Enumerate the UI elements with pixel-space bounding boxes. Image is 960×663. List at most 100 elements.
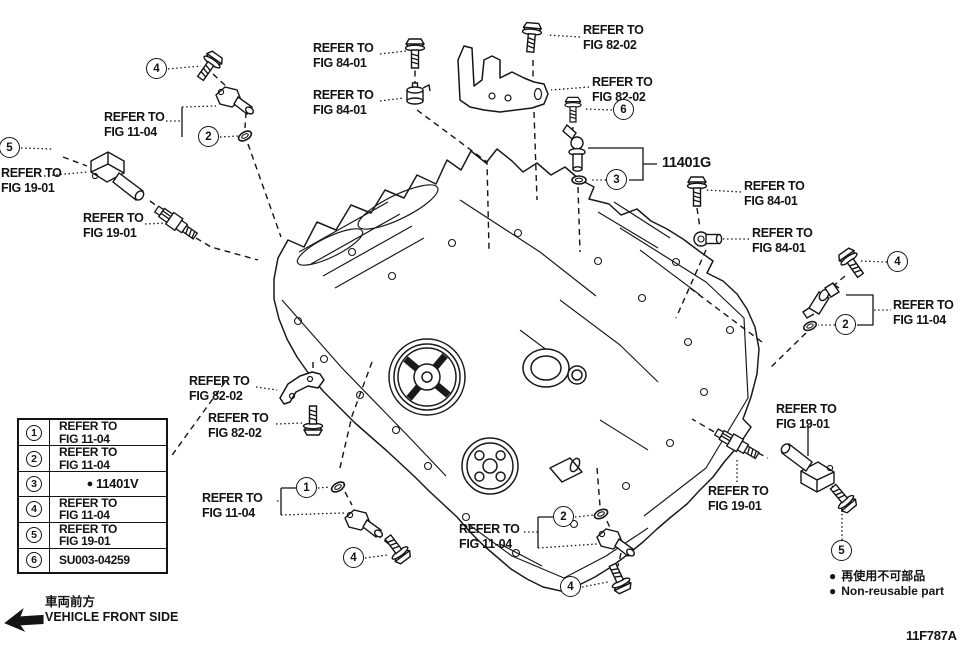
non-reusable-jp: 再使用不可部品 <box>841 569 926 583</box>
cam-sensor-drawing <box>344 509 385 540</box>
vehicle-front-en: VEHICLE FRONT SIDE <box>45 610 179 624</box>
ventilation-valve-drawing <box>562 123 586 172</box>
arrow-left-icon <box>4 607 44 632</box>
legend-balloon: 3 <box>26 475 42 492</box>
legend-text: FIG 11-04 <box>59 457 110 472</box>
refer-line2: FIG 84-01 <box>752 240 806 255</box>
refer-line2: FIG 84-01 <box>313 102 367 117</box>
balloon-callout: 4 <box>343 547 364 568</box>
bolt-drawing <box>379 530 414 567</box>
non-reusable-dot-icon: ● <box>829 584 837 598</box>
balloon-callout: 4 <box>146 58 167 79</box>
legend-text: REFER TO <box>59 445 118 459</box>
refer-line2: FIG 82-02 <box>592 89 646 104</box>
refer-line2: FIG 19-01 <box>1 180 55 195</box>
refer-line2: FIG 19-01 <box>83 225 137 240</box>
legend-balloon: 5 <box>26 527 42 543</box>
balloon-callout: 5 <box>831 540 852 561</box>
pump-pulley-drawing <box>461 437 519 495</box>
refer-line2: FIG 11-04 <box>893 312 946 327</box>
bolt-drawing <box>302 405 324 436</box>
refer-line2: FIG 84-01 <box>313 55 367 70</box>
refer-line1: REFER TO <box>583 23 644 37</box>
balloon-callout: 4 <box>560 576 581 597</box>
refer-line1: REFER TO <box>776 402 837 416</box>
refer-line1: REFER TO <box>313 41 374 55</box>
cam-sensor-drawing <box>215 86 256 117</box>
part-number-label: 11401G <box>662 155 711 171</box>
refer-line2: FIG 84-01 <box>744 193 798 208</box>
balloon-callout: 4 <box>887 251 908 272</box>
o-ring-drawing <box>329 479 347 495</box>
o-ring-drawing <box>801 318 819 334</box>
ignition-coil-drawing <box>778 441 835 493</box>
o-ring-drawing <box>236 128 254 144</box>
callout-leader-lines <box>20 34 891 588</box>
refer-line1: REFER TO <box>313 88 374 102</box>
ignition-coil-drawing <box>90 151 147 203</box>
legend-text: REFER TO <box>59 495 118 510</box>
refer-line1: REFER TO <box>708 484 769 498</box>
crank-pulley-drawing <box>388 338 466 416</box>
refer-line2: FIG 82-02 <box>189 388 243 403</box>
legend-row: 6 SU003-04259 <box>19 548 166 572</box>
refer-line1: REFER TO <box>744 179 805 193</box>
legend-balloon: 1 <box>26 424 42 441</box>
refer-line2: FIG 11-04 <box>104 124 157 139</box>
balloon-callout: 1 <box>296 477 317 498</box>
loose-parts-drawings <box>90 21 869 596</box>
legend-text: REFER TO <box>59 521 118 536</box>
refer-line1: REFER TO <box>104 110 165 124</box>
legend-text: FIG 11-04 <box>59 431 110 446</box>
legend-text: FIG 11-04 <box>59 508 110 522</box>
legend-text: 11401V <box>96 475 139 491</box>
refer-line1: REFER TO <box>202 491 263 505</box>
balloon-callout: 3 <box>606 169 627 190</box>
refer-line1: REFER TO <box>592 75 653 89</box>
mounting-bracket-drawing <box>457 45 549 113</box>
spark-plug-drawing <box>152 202 200 243</box>
engine-block-drawing <box>273 148 760 592</box>
balloon-callout: 2 <box>835 314 856 335</box>
legend-text: REFER TO <box>59 419 118 433</box>
bolt-drawing <box>564 96 582 123</box>
balloon-callout: 6 <box>613 99 634 120</box>
balloon-callout: 5 <box>0 137 20 158</box>
legend-text: FIG 19-01 <box>59 534 111 548</box>
bolt-drawing <box>520 21 543 54</box>
figure-code: 11F787A <box>906 628 957 643</box>
balloon-callout: 2 <box>553 506 574 527</box>
refer-line2: FIG 82-02 <box>208 425 262 440</box>
stay-bracket-drawing <box>279 371 325 405</box>
non-reusable-dot-icon: ● <box>829 569 837 583</box>
refer-line2: FIG 19-01 <box>776 416 830 431</box>
non-reusable-note: ●再使用不可部品 ●Non-reusable part <box>829 569 944 599</box>
bolt-drawing <box>825 479 860 516</box>
refer-line1: REFER TO <box>893 298 954 312</box>
refer-line1: REFER TO <box>208 411 269 425</box>
bolt-drawing <box>686 176 708 207</box>
legend-balloon: 6 <box>26 552 42 569</box>
refer-line1: REFER TO <box>752 226 813 240</box>
bolt-drawing <box>404 38 426 69</box>
refer-line1: REFER TO <box>83 211 144 225</box>
refer-line2: FIG 19-01 <box>708 498 762 513</box>
